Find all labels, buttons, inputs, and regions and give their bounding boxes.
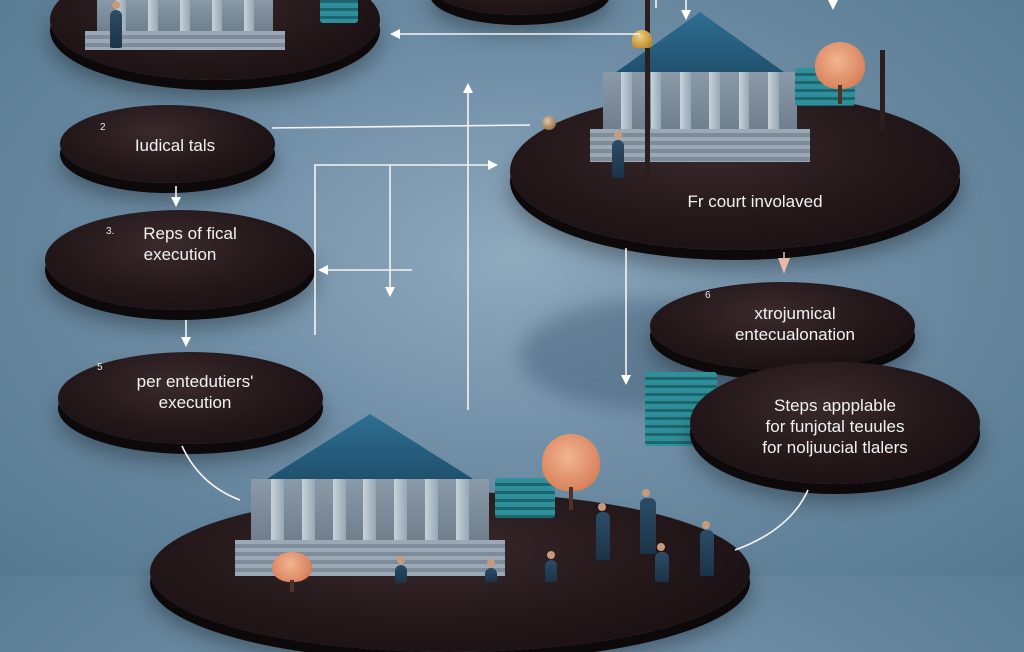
step-label-line2: entecualonation: [734, 325, 856, 344]
connector-curve: [181, 445, 241, 501]
step-node-5: [58, 352, 323, 444]
step-node-6: [650, 282, 915, 370]
person-icon: [640, 489, 656, 554]
person-icon: [596, 503, 610, 560]
money-stack-icon: [495, 478, 555, 518]
person-icon: [545, 551, 557, 582]
court-label: Fr court involaved: [687, 192, 823, 211]
step-node-3: [45, 210, 315, 310]
step-label: xtrojumical: [754, 304, 836, 323]
top-center-disc: [430, 0, 610, 15]
person-icon: [485, 559, 497, 582]
courthouse-icon: [590, 12, 810, 162]
person-icon: [612, 131, 624, 178]
step-number: 6: [705, 290, 711, 301]
person-icon: [110, 1, 122, 48]
person-icon: [655, 543, 669, 582]
tree-icon: [542, 434, 600, 510]
bell-icon: [632, 30, 652, 48]
step-label-line2: execution: [158, 393, 232, 412]
steps-label-line2: for funjotal teuules: [765, 417, 905, 436]
arrow: [314, 160, 498, 335]
connector-line: [271, 124, 531, 129]
tree-icon: [815, 42, 865, 104]
step-label: Reps of fical: [143, 224, 237, 243]
flow-diagram: 2 Iudical tals 3. Reps of fical executio…: [45, 0, 980, 652]
money-stack-icon: [320, 0, 358, 23]
step-node-2: [60, 105, 275, 183]
step-number: 2: [100, 122, 106, 133]
step-label: per entedutiers': [136, 372, 254, 391]
lamp-post-icon: [645, 0, 650, 180]
step-label-line2: execution: [143, 245, 217, 264]
step-label: Iudical tals: [134, 136, 216, 155]
step-number: 3.: [106, 226, 115, 237]
connector-curve: [734, 489, 809, 551]
tree-icon: [272, 552, 312, 592]
knob-icon: [542, 116, 556, 130]
lamp-post-icon: [880, 50, 885, 130]
steps-label: Steps appplable: [774, 396, 896, 415]
courthouse-icon: [235, 414, 505, 576]
person-icon: [395, 556, 407, 583]
courthouse-icon: [85, 0, 285, 50]
steps-node: [690, 362, 980, 484]
steps-label-line3: for noljuucial tlalers: [762, 438, 908, 457]
step-number: 5: [97, 362, 103, 373]
person-icon: [700, 521, 714, 576]
